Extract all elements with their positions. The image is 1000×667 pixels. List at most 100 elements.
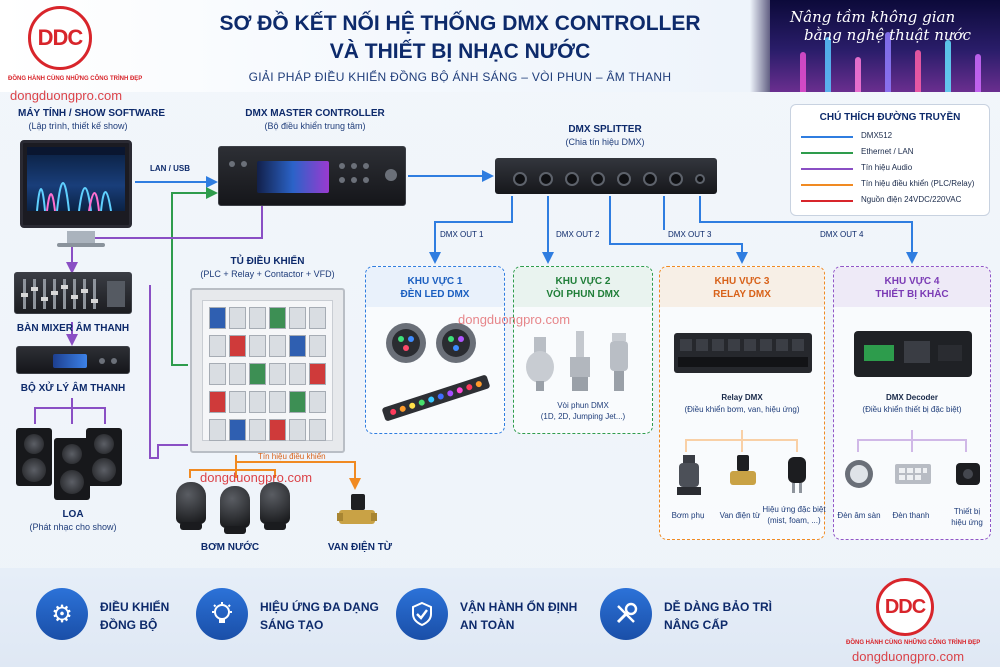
- logo-tagline-bottom: ĐỒNG HÀNH CÙNG NHỮNG CÔNG TRÌNH ĐẸP: [846, 640, 981, 646]
- effect-device-label: Thiết bị: [953, 507, 981, 516]
- dmx-out1-label: DMX OUT 1: [440, 230, 484, 239]
- effect-device-icon: [956, 463, 980, 485]
- wire-audio-proc-spk: [34, 398, 106, 424]
- water-pump-2: [220, 486, 250, 534]
- zone2-caption: Vòi phun DMX: [557, 401, 609, 410]
- aux-pump-icon: [677, 455, 701, 495]
- legend-row-power: Nguồn điện 24VDC/220VAC: [801, 195, 986, 207]
- subtitle: GIẢI PHÁP ĐIỀU KHIỂN ĐỒNG BỘ ÁNH SÁNG – …: [248, 70, 672, 84]
- zone4-subtitle: THIẾT BỊ KHÁC: [875, 289, 949, 300]
- valve-label: VAN ĐIỆN TỪ: [327, 542, 393, 553]
- show-software-screen: [27, 147, 125, 211]
- legend-label: Ethernet / LAN: [861, 147, 914, 156]
- legend-label: Tín hiệu Audio: [861, 163, 913, 172]
- dmx-decoder: [854, 331, 972, 377]
- legend: CHÚ THÍCH ĐƯỜNG TRUYỀN DMX512 Ethernet /…: [790, 104, 990, 216]
- mixer-label: BÀN MIXER ÂM THANH: [16, 323, 130, 334]
- cabinet-title: TỦ ĐIỀU KHIỂN: [230, 256, 305, 267]
- effect-item-label: Hiệu ứng đặc biệt: [762, 505, 826, 514]
- pc-subtitle: (Lập trình, thiết kế show): [28, 121, 128, 131]
- dmx-out2-label: DMX OUT 2: [556, 230, 600, 239]
- slogan-line2: bằng nghệ thuật nước: [804, 26, 971, 44]
- speaker-center: [54, 438, 90, 500]
- zone3-caption: Relay DMX: [721, 393, 763, 402]
- logo-text: DDC: [37, 25, 84, 50]
- zone-4-other: KHU VỰC 4 THIẾT BỊ KHÁC DMX Decoder (Điều…: [833, 266, 991, 540]
- solenoid-valve: [337, 494, 377, 524]
- feature-line2: NÂNG CẤP: [664, 618, 729, 632]
- shield-check-icon: [396, 588, 448, 640]
- legend-label: Tín hiệu điều khiển (PLC/Relay): [861, 179, 975, 188]
- water-pump-3: [260, 482, 290, 530]
- valve-item-label: Van điện từ: [719, 511, 761, 520]
- feature-line1: HIỆU ỨNG ĐA DẠNG: [260, 600, 379, 614]
- feature-line2: SÁNG TẠO: [260, 618, 324, 632]
- effect-device-sub: hiệu ứng: [951, 518, 983, 527]
- features-band: [0, 568, 1000, 667]
- watermark-mid: dongduongpro.com: [200, 470, 313, 485]
- slogan: Nâng tầm không gian bằng nghệ thuật nước: [790, 8, 971, 44]
- legend-row-dmx: DMX512: [801, 131, 986, 143]
- control-cabinet: [190, 288, 345, 453]
- gear-icon: ⚙: [36, 588, 88, 640]
- zone1-subtitle: ĐÈN LED DMX: [400, 289, 470, 300]
- legend-label: Nguồn điện 24VDC/220VAC: [861, 195, 962, 204]
- logo-tagline-top: ĐỒNG HÀNH CÙNG NHỮNG CÔNG TRÌNH ĐẸP: [8, 76, 143, 82]
- legend-label: DMX512: [861, 131, 893, 140]
- zone4-caption-sub: (Điều khiển thiết bị đặc biệt): [862, 405, 962, 414]
- watermark-top: dongduongpro.com: [10, 88, 123, 103]
- feature-line2: AN TOÀN: [460, 618, 515, 632]
- audio-mixer: [14, 272, 132, 314]
- feature-line1: DỄ DÀNG BẢO TRÌ: [664, 600, 772, 614]
- control-signal-label: Tín hiệu điều khiển: [258, 452, 326, 461]
- pc-title: MÁY TÍNH / SHOW SOFTWARE: [18, 108, 166, 119]
- legend-row-audio: Tín hiệu Audio: [801, 163, 986, 175]
- wire-audio-cabinet: [149, 285, 188, 459]
- zone2-subtitle: VÒI PHUN DMX: [546, 289, 620, 300]
- title-line1: SƠ ĐỒ KẾT NỐI HỆ THỐNG DMX CONTROLLER: [219, 12, 701, 35]
- speaker-right: [86, 428, 122, 486]
- dmx-out4-label: DMX OUT 4: [820, 230, 864, 239]
- wire-cabinet-master: [171, 187, 218, 366]
- processor-label: BỘ XỬ LÝ ÂM THANH: [20, 383, 126, 394]
- master-title: DMX MASTER CONTROLLER: [245, 108, 385, 119]
- ddc-logo-top: DDC: [28, 6, 92, 70]
- effect-item-sub: (mist, foam, ...): [767, 516, 821, 525]
- pump-label: BƠM NƯỚC: [200, 542, 260, 553]
- floor-light-label: Đèn âm sàn: [837, 511, 881, 520]
- dmx-out3-label: DMX OUT 3: [668, 230, 712, 239]
- lan-usb-label: LAN / USB: [150, 164, 190, 173]
- zone2-title: KHU VỰC 2: [555, 276, 611, 287]
- bar-light-label: Đèn thanh: [892, 511, 930, 520]
- zone3-caption-sub: (Điều khiển bơm, van, hiệu ứng): [684, 405, 800, 414]
- bar-light-icon: [895, 464, 931, 484]
- lightbulb-icon: [196, 588, 248, 640]
- cabinet-subtitle: (PLC + Relay + Contactor + VFD): [200, 269, 335, 279]
- zone4-caption: DMX Decoder: [885, 393, 938, 402]
- special-effect-icon: [788, 457, 806, 493]
- computer-monitor: [20, 140, 132, 247]
- wire-control-valve: [236, 461, 361, 490]
- solenoid-valve-icon: [730, 455, 756, 485]
- watermark-bottom: dongduongpro.com: [852, 649, 965, 664]
- water-pump-1: [176, 482, 206, 530]
- feature-line2: ĐỒNG BỘ: [100, 618, 158, 632]
- nozzle-fixtures: [526, 331, 628, 391]
- wire-dmx-out3: [609, 196, 748, 264]
- dmx-relay-board: [674, 333, 812, 373]
- zone3-title: KHU VỰC 3: [714, 276, 770, 287]
- speaker-left: [16, 428, 52, 486]
- dmx-splitter: [495, 158, 717, 194]
- feature-line1: ĐIỀU KHIỂN: [100, 600, 170, 614]
- zone4-title: KHU VỰC 4: [884, 276, 940, 287]
- speaker-subtitle: (Phát nhạc cho show): [29, 522, 117, 532]
- speaker-title: LOA: [62, 509, 84, 520]
- feature-line1: VẬN HÀNH ỔN ĐỊNH: [460, 600, 578, 614]
- logo-text: DDC: [884, 595, 926, 618]
- legend-row-control: Tín hiệu điều khiển (PLC/Relay): [801, 179, 986, 191]
- slogan-line1: Nâng tầm không gian: [790, 8, 956, 26]
